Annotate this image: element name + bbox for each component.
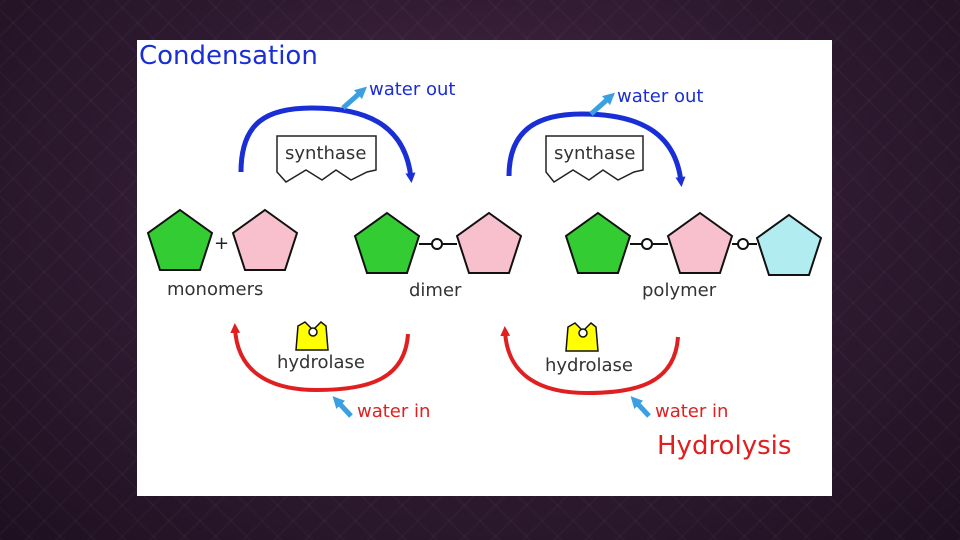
water-out-arrow-right [589,92,615,116]
hydrolysis-arrow-left [230,323,410,393]
water-in-label-left: water in [357,401,430,422]
condensation-hydrolysis-diagram: Condensation Hydrolysis water out syntha… [139,41,823,461]
hydrolysis-arrow-right [500,326,680,396]
water-out-label-right: water out [617,86,703,107]
polymer-green-unit [564,211,632,274]
polymer-cyan-unit [755,213,823,276]
polymer-label: polymer [642,280,717,301]
pink-monomer [231,208,299,271]
hydrolysis-title: Hydrolysis [657,431,791,461]
polymer-pink-unit [666,211,734,274]
synthase-label-right: synthase [554,143,635,164]
dimer-label: dimer [409,280,462,301]
dimer-green-unit [353,211,421,274]
condensation-title: Condensation [139,41,318,71]
polymer-bond-oxygen-2 [737,238,749,250]
hydrolase-enzyme-right: hydrolase [545,321,633,376]
green-monomer [146,208,214,271]
water-in-arrow-left [332,396,353,418]
polymer-bond-oxygen-1 [641,238,653,250]
condensation-arrow-left [238,105,416,183]
water-out-arrow-left [341,86,367,110]
water-in-arrow-right [630,396,651,418]
monomers-label: monomers [167,279,263,300]
hydrolase-label-right: hydrolase [545,355,633,376]
hydrolase-label-left: hydrolase [277,352,365,373]
synthase-enzyme-left: synthase [276,135,377,183]
dimer-bond-oxygen [431,238,443,250]
plus-sign: + [214,233,229,254]
dimer-pink-unit [455,211,523,274]
hydrolase-enzyme-left: hydrolase [277,320,365,373]
synthase-label-left: synthase [285,143,366,164]
condensation-arrow-right [506,111,686,187]
water-in-label-right: water in [655,401,728,422]
diagram-panel: Condensation Hydrolysis water out syntha… [137,40,832,496]
synthase-enzyme-right: synthase [545,135,644,183]
water-out-label-left: water out [369,79,455,100]
